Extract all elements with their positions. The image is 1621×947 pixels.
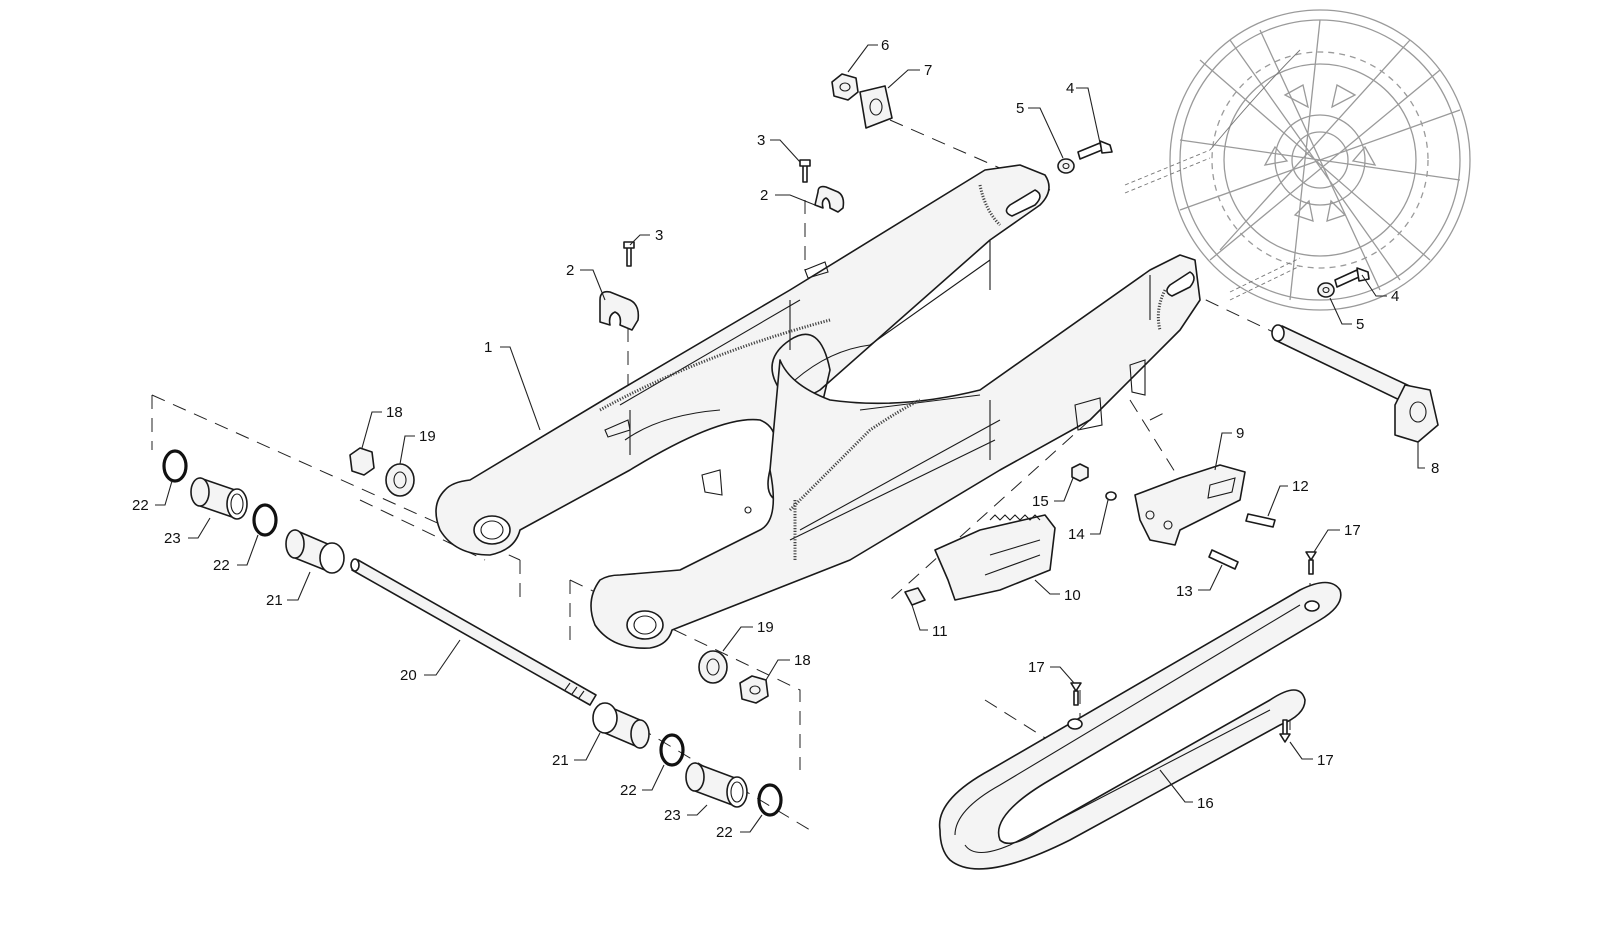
callout-17: 17 [1317,752,1334,769]
callout-10: 10 [1064,587,1081,604]
clamp-screws [623,159,811,267]
pivot-nuts [349,447,769,704]
cable-clamp-right [814,185,845,213]
callout-16: 16 [1197,795,1214,812]
callout-22: 22 [132,497,149,514]
chain-guide-spacer [904,587,926,606]
callout-8: 8 [1431,460,1439,477]
callout-21: 21 [552,752,569,769]
callout-2: 2 [760,187,768,204]
callout-18: 18 [794,652,811,669]
adjuster-bolts [1077,140,1370,288]
chain-guide-bracket [1134,464,1246,546]
callout-7: 7 [924,62,932,79]
chain-guide-bolts [1208,513,1276,570]
callout-3: 3 [757,132,765,149]
rear-wheel-sprocket [1169,9,1471,311]
callout-17: 17 [1344,522,1361,539]
callout-20: 20 [400,667,417,684]
chain-guide-nut-washer [1071,463,1117,501]
pivot-bushings [285,529,650,749]
pivot-shaft [350,558,597,706]
callout-4: 4 [1066,80,1074,97]
chain-slider [938,581,1342,870]
leader-lines [155,44,1425,833]
callout-23: 23 [164,530,181,547]
cable-clamp-left [599,290,640,331]
callout-12: 12 [1292,478,1309,495]
callout-23: 23 [664,807,681,824]
needle-bearings [190,477,748,808]
circlips [162,449,783,817]
axle-nut [831,73,859,101]
callout-1: 1 [484,339,492,356]
callout-22: 22 [716,824,733,841]
callout-15: 15 [1032,493,1049,510]
callout-5: 5 [1356,316,1364,333]
pivot-washers [385,463,728,684]
callout-9: 9 [1236,425,1244,442]
callout-18: 18 [386,404,403,421]
adjuster-washers [1057,158,1335,298]
callout-17: 17 [1028,659,1045,676]
callout-5: 5 [1016,100,1024,117]
callout-21: 21 [266,592,283,609]
callout-14: 14 [1068,526,1085,543]
callout-19: 19 [419,428,436,445]
chain-guide-block [934,514,1056,601]
callout-22: 22 [620,782,637,799]
axle-plate [859,85,893,129]
callout-4: 4 [1391,288,1399,305]
drive-chain [1124,49,1301,301]
swingarm [435,164,1201,649]
callout-22: 22 [213,557,230,574]
callout-2: 2 [566,262,574,279]
slider-screws [1070,551,1317,743]
callout-labels: 1 2 2 3 3 4 4 5 5 6 7 8 9 10 11 12 13 14… [132,37,1439,841]
callout-3: 3 [655,227,663,244]
callout-19: 19 [757,619,774,636]
rear-axle [1271,324,1439,443]
callout-6: 6 [881,37,889,54]
callout-13: 13 [1176,583,1193,600]
callout-11: 11 [932,623,948,640]
